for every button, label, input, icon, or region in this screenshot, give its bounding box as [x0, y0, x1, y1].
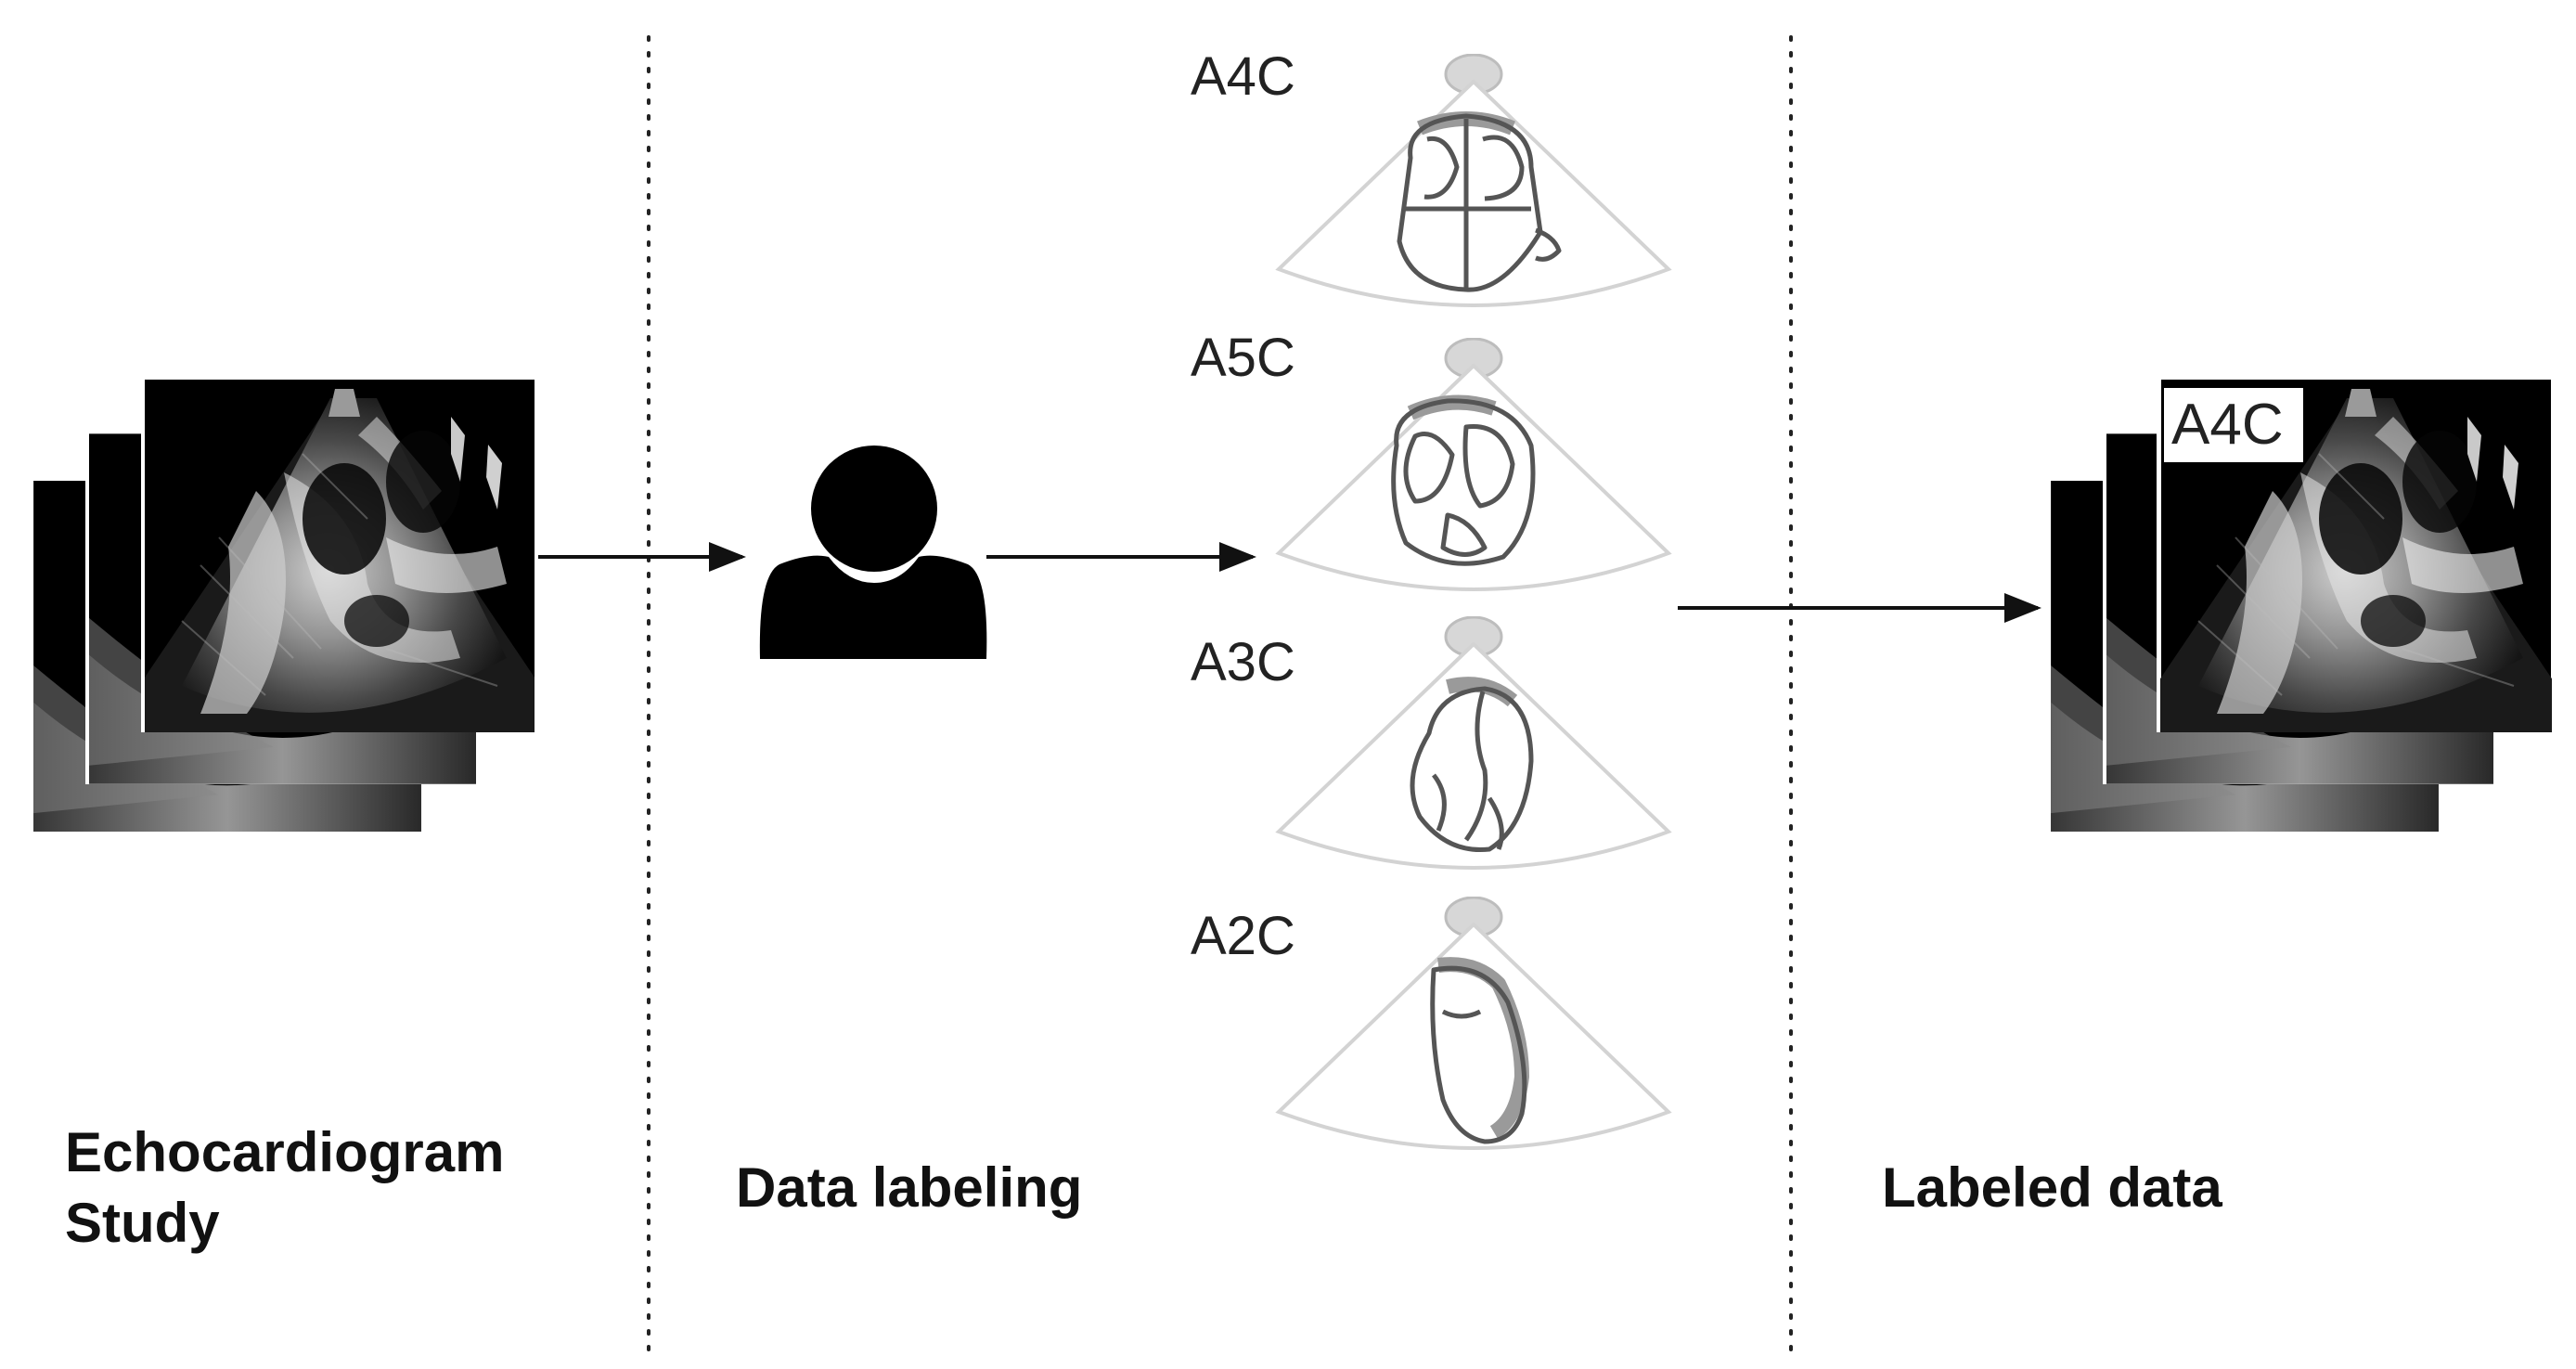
echo-frame-front [145, 380, 535, 732]
a2c-heart-icon [1430, 957, 1529, 1144]
view-a3c: A3C [1191, 616, 1670, 870]
stage-labeled-title: Labeled data [1882, 1156, 2222, 1219]
view-a3c-label: A3C [1191, 632, 1295, 692]
labeled-data-stack: A4C [2051, 376, 2552, 832]
view-a2c: A2C [1191, 897, 1670, 1150]
stage-study-line2: Study [65, 1192, 220, 1254]
stage-study-line1: Echocardiogram [65, 1121, 504, 1183]
a5c-heart-icon [1391, 394, 1536, 566]
person-icon [759, 446, 987, 659]
output-tag-box [2164, 388, 2303, 462]
stage-study-title: Echocardiogram Study [65, 1121, 520, 1254]
view-a4c-label: A4C [1191, 46, 1295, 107]
a3c-heart-icon [1410, 677, 1534, 853]
a4c-heart-icon [1397, 111, 1562, 292]
view-a5c: A5C [1191, 328, 1670, 591]
stage-labeling-title: Data labeling [736, 1156, 1082, 1219]
echo-study-stack [33, 376, 535, 832]
view-a5c-label: A5C [1191, 328, 1295, 388]
view-a4c: A4C [1191, 46, 1670, 307]
output-tag: A4C [2171, 393, 2284, 457]
view-a2c-label: A2C [1191, 906, 1295, 966]
